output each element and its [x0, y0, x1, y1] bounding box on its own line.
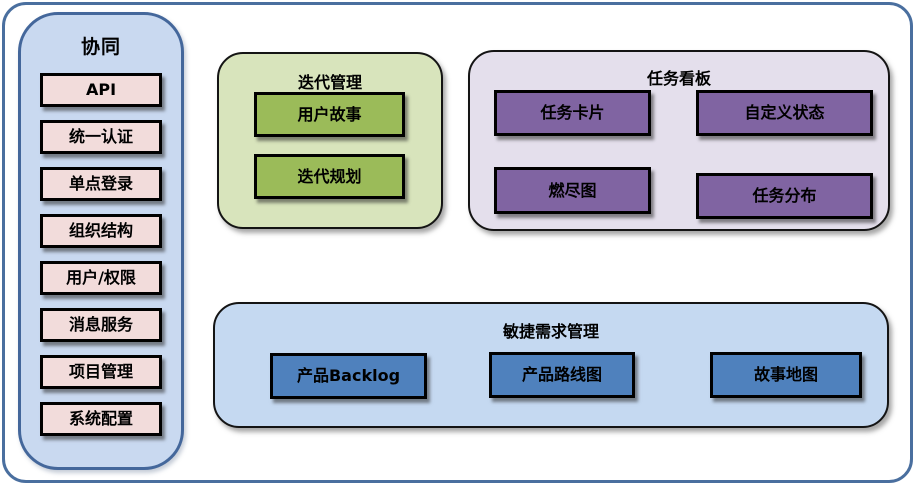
sidebar-item-system-config: 系统配置 [40, 402, 162, 436]
sidebar-item-sso: 单点登录 [40, 167, 162, 201]
panel-iteration-management: 迭代管理 用户故事 迭代规划 [217, 52, 443, 229]
outer-frame [2, 2, 913, 483]
item-product-backlog: 产品Backlog [270, 353, 427, 399]
sidebar-title: 协同 [80, 36, 121, 58]
sidebar-item-project-management: 项目管理 [40, 355, 162, 389]
panel-task-board: 任务看板 任务卡片 自定义状态 燃尽图 任务分布 [468, 50, 890, 231]
item-iteration-planning: 迭代规划 [254, 154, 405, 199]
panel-agile-requirements: 敏捷需求管理 产品Backlog 产品路线图 故事地图 [213, 302, 889, 428]
sidebar-item-org-structure: 组织结构 [40, 214, 162, 248]
panel-task-board-title: 任务看板 [646, 69, 711, 88]
sidebar-item-unified-auth: 统一认证 [40, 120, 162, 154]
item-task-card: 任务卡片 [494, 90, 651, 136]
panel-iteration-title: 迭代管理 [297, 73, 362, 92]
item-custom-status: 自定义状态 [696, 90, 873, 136]
sidebar-collaboration: 协同 API 统一认证 单点登录 组织结构 用户/权限 消息服务 项目管理 系统… [18, 12, 184, 470]
item-product-roadmap: 产品路线图 [489, 352, 635, 398]
sidebar-item-message-service: 消息服务 [40, 308, 162, 342]
item-user-story: 用户故事 [254, 92, 405, 137]
panel-agile-requirements-title: 敏捷需求管理 [502, 322, 599, 341]
sidebar-item-list: API 统一认证 单点登录 组织结构 用户/权限 消息服务 项目管理 系统配置 [21, 73, 181, 436]
sidebar-item-user-permissions: 用户/权限 [40, 261, 162, 295]
item-burndown-chart: 燃尽图 [494, 167, 651, 214]
item-story-map: 故事地图 [710, 352, 862, 398]
item-task-distribution: 任务分布 [696, 173, 873, 219]
sidebar-item-api: API [40, 73, 162, 107]
